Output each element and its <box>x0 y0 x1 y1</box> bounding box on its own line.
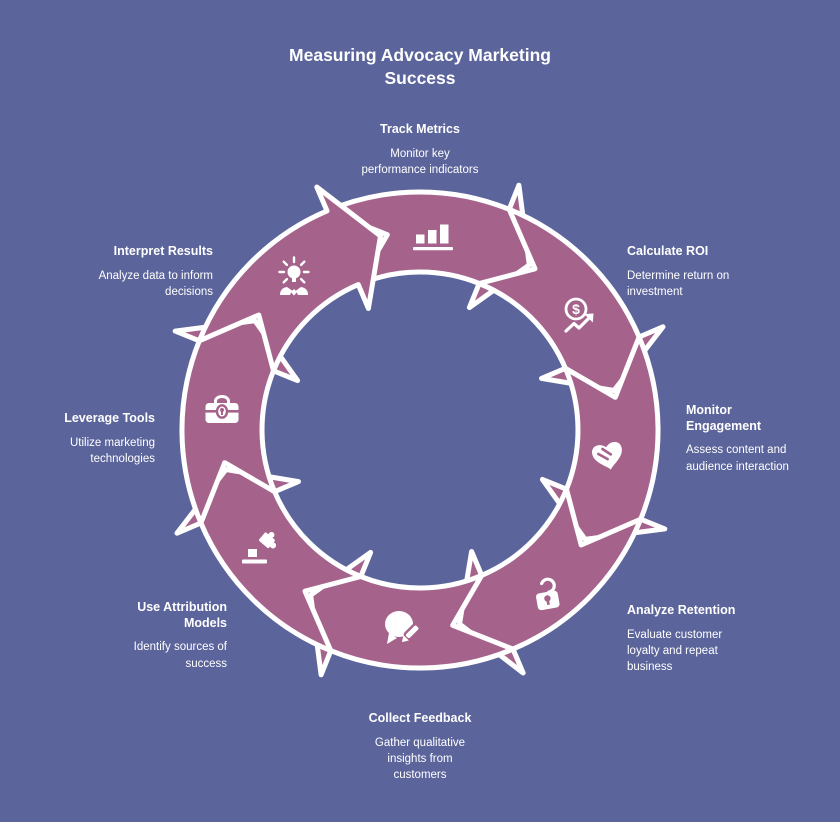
step-label-leverage-tools: Leverage Tools Utilize marketing technol… <box>25 411 155 467</box>
step-label-interpret-results: Interpret Results Analyze data to inform… <box>63 244 213 300</box>
person-idea-icon <box>278 256 310 296</box>
handshake-heart-icon <box>592 441 622 470</box>
step-description: Identify sources of success <box>133 641 227 670</box>
open-lock-icon <box>536 577 560 611</box>
step-description: Assess content and audience interaction <box>686 444 789 473</box>
page-title: Measuring Advocacy Marketing Success <box>289 45 551 88</box>
step-description: Determine return on investment <box>627 269 730 298</box>
step-title: Track Metrics <box>380 122 460 136</box>
flag-puzzle-icon <box>242 531 277 564</box>
cycle-arrow-segment <box>196 184 383 374</box>
step-title: Collect Feedback <box>368 711 472 725</box>
step-description: Gather qualitative insights from custome… <box>374 736 466 782</box>
svg-text:$: $ <box>572 301 580 317</box>
step-title: Monitor Engagement <box>686 403 762 433</box>
step-label-analyze-retention: Analyze Retention Evaluate customer loya… <box>627 603 757 676</box>
cycle-icons: $ <box>205 224 622 644</box>
step-label-calculate-roi: Calculate ROI Determine return on invest… <box>627 244 757 300</box>
feedback-pencil-icon <box>385 611 421 644</box>
step-title: Interpret Results <box>113 244 213 258</box>
step-title: Calculate ROI <box>627 244 709 258</box>
cycle-ring <box>172 182 668 678</box>
step-description: Utilize marketing technologies <box>70 436 155 465</box>
step-label-collect-feedback: Collect Feedback Gather qualitative insi… <box>320 711 520 784</box>
bar-chart-icon <box>413 224 453 251</box>
step-label-use-attribution-models: Use Attribution Models Identify sources … <box>97 600 227 672</box>
step-title: Leverage Tools <box>64 411 155 425</box>
step-description: Monitor key performance indicators <box>361 147 479 176</box>
step-title: Analyze Retention <box>627 603 736 617</box>
step-description: Evaluate customer loyalty and repeat bus… <box>627 628 723 674</box>
step-title: Use Attribution Models <box>137 600 227 630</box>
dollar-growth-icon: $ <box>564 297 594 333</box>
step-label-track-metrics: Track Metrics Monitor key performance in… <box>310 122 530 178</box>
toolbox-icon <box>205 395 239 423</box>
step-label-monitor-engagement: Monitor Engagement Assess content and au… <box>686 403 816 475</box>
step-description: Analyze data to inform decisions <box>98 269 213 298</box>
